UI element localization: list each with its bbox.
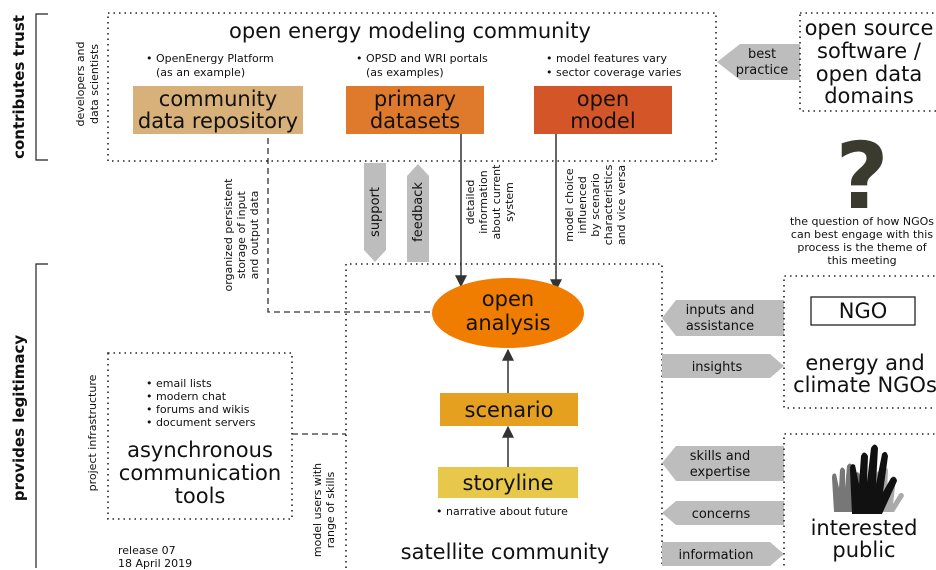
release-line1: release 07 bbox=[118, 544, 176, 557]
async-item-1: • email lists bbox=[146, 377, 212, 390]
model-note-2: • sector coverage varies bbox=[546, 66, 682, 79]
choice-label-3: by scenario bbox=[589, 173, 602, 237]
async-item-3: • forums and wikis bbox=[146, 403, 250, 416]
storyline-label: storyline bbox=[463, 471, 554, 495]
provides-legitimacy-label: provides legitimacy bbox=[10, 335, 28, 502]
skills-label-2: expertise bbox=[690, 465, 751, 480]
async-item-4: • document servers bbox=[146, 416, 256, 429]
open-source-box bbox=[799, 12, 936, 112]
async-title-2: communication bbox=[119, 461, 281, 485]
satellite-title: satellite community bbox=[401, 540, 610, 564]
storage-label-3: and output data bbox=[248, 191, 261, 280]
concerns-arrow bbox=[662, 501, 784, 525]
open-source-line4: domains bbox=[824, 84, 914, 108]
choice-label-2: influenced bbox=[576, 176, 589, 233]
insights-arrow bbox=[662, 354, 784, 378]
repo-note-2: (as an example) bbox=[156, 66, 245, 79]
ngo-box bbox=[810, 296, 916, 326]
legitimacy-bracket: provides legitimacy bbox=[10, 263, 48, 568]
information-label: information bbox=[678, 548, 753, 563]
project-infrastructure-label: project infrastructure bbox=[86, 374, 99, 491]
open-model-box bbox=[534, 86, 672, 134]
analysis-line2: analysis bbox=[465, 311, 550, 335]
model-users-label-1: model users with bbox=[311, 463, 324, 557]
best-practice-label-1: best bbox=[748, 47, 776, 62]
question-text-2: can best engage with this bbox=[791, 228, 933, 241]
repo-box-line2: data repository bbox=[138, 109, 298, 133]
inputs-label-1: inputs and bbox=[686, 303, 755, 318]
contributes-trust-label: contributes trust bbox=[10, 15, 28, 159]
ngo-title-2: climate NGOs bbox=[793, 373, 936, 397]
choice-label-1: model choice bbox=[563, 168, 576, 242]
release-line2: 18 April 2019 bbox=[118, 557, 192, 570]
inputs-assistance-arrow bbox=[662, 300, 784, 336]
core-title: open energy modeling community bbox=[229, 19, 591, 43]
storage-label-2: storage of input bbox=[235, 190, 248, 278]
model-note-1: • model features vary bbox=[546, 52, 667, 65]
inputs-label-2: assistance bbox=[686, 319, 754, 334]
support-arrow bbox=[364, 163, 386, 262]
developers-label-2: data scientists bbox=[88, 44, 101, 124]
best-practice-label-2: practice bbox=[736, 63, 789, 78]
open-source-line2: software / bbox=[817, 39, 922, 63]
primary-box-line1: primary bbox=[374, 87, 456, 111]
ngo-region-box bbox=[783, 275, 936, 409]
open-analysis-ellipse bbox=[432, 278, 584, 348]
question-text-4: this meeting bbox=[827, 254, 896, 267]
model-users-label-2: range of skills bbox=[324, 471, 337, 548]
open-source-line3: open data bbox=[816, 62, 922, 86]
repo-box-line1: community bbox=[159, 87, 277, 111]
concerns-label: concerns bbox=[692, 507, 751, 522]
scenario-box bbox=[440, 393, 578, 426]
analysis-line1: open bbox=[482, 287, 534, 311]
public-title-2: public bbox=[832, 538, 895, 562]
async-title-1: asynchronous bbox=[127, 438, 273, 462]
model-box-line2: model bbox=[570, 109, 635, 133]
satellite-community-box bbox=[345, 263, 663, 568]
open-source-line1: open source bbox=[805, 16, 934, 40]
raised-hands-icon bbox=[832, 444, 904, 514]
async-tools-box bbox=[107, 352, 293, 520]
scenario-label: scenario bbox=[465, 398, 554, 422]
async-item-2: • modern chat bbox=[146, 390, 227, 403]
question-text-1: the question of how NGOs bbox=[790, 215, 934, 228]
feedback-label: feedback bbox=[411, 182, 426, 242]
storage-connector bbox=[267, 138, 432, 313]
ngo-box-label: NGO bbox=[839, 299, 888, 323]
storyline-box bbox=[438, 467, 578, 498]
detailed-label-1: detailed bbox=[464, 180, 477, 225]
model-box-line1: open bbox=[577, 87, 629, 111]
skills-label-1: skills and bbox=[690, 449, 751, 464]
primary-box-line2: datasets bbox=[370, 109, 460, 133]
best-practice-arrow bbox=[717, 44, 800, 80]
choice-label-4: characteristics bbox=[602, 164, 615, 245]
information-arrow bbox=[662, 542, 784, 566]
detailed-label-4: system bbox=[503, 182, 516, 222]
choice-label-5: and vice versa bbox=[615, 165, 628, 245]
insights-label: insights bbox=[692, 360, 743, 375]
skills-expertise-arrow bbox=[662, 446, 784, 481]
detailed-label-3: about current bbox=[490, 164, 503, 240]
trust-bracket: contributes trust bbox=[10, 13, 48, 161]
primary-note-1: • OPSD and WRI portals bbox=[356, 52, 488, 65]
feedback-arrow bbox=[407, 164, 429, 262]
async-title-3: tools bbox=[175, 484, 226, 508]
ngo-title-1: energy and bbox=[805, 351, 924, 375]
repo-note-1: • OpenEnergy Platform bbox=[146, 52, 274, 65]
primary-note-2: (as examples) bbox=[366, 66, 444, 79]
storyline-note: • narrative about future bbox=[436, 505, 568, 518]
detailed-label-2: information bbox=[477, 170, 490, 234]
community-data-repository-box bbox=[133, 86, 303, 134]
support-label: support bbox=[368, 187, 383, 237]
storage-label-1: organized persistent bbox=[222, 178, 235, 292]
question-mark-icon: ? bbox=[835, 123, 888, 230]
question-text-3: process is the theme of bbox=[797, 241, 927, 254]
developers-label-1: developers and bbox=[74, 41, 87, 126]
core-community-box bbox=[107, 12, 717, 162]
public-title-1: interested bbox=[811, 516, 918, 540]
primary-datasets-box bbox=[346, 86, 484, 134]
